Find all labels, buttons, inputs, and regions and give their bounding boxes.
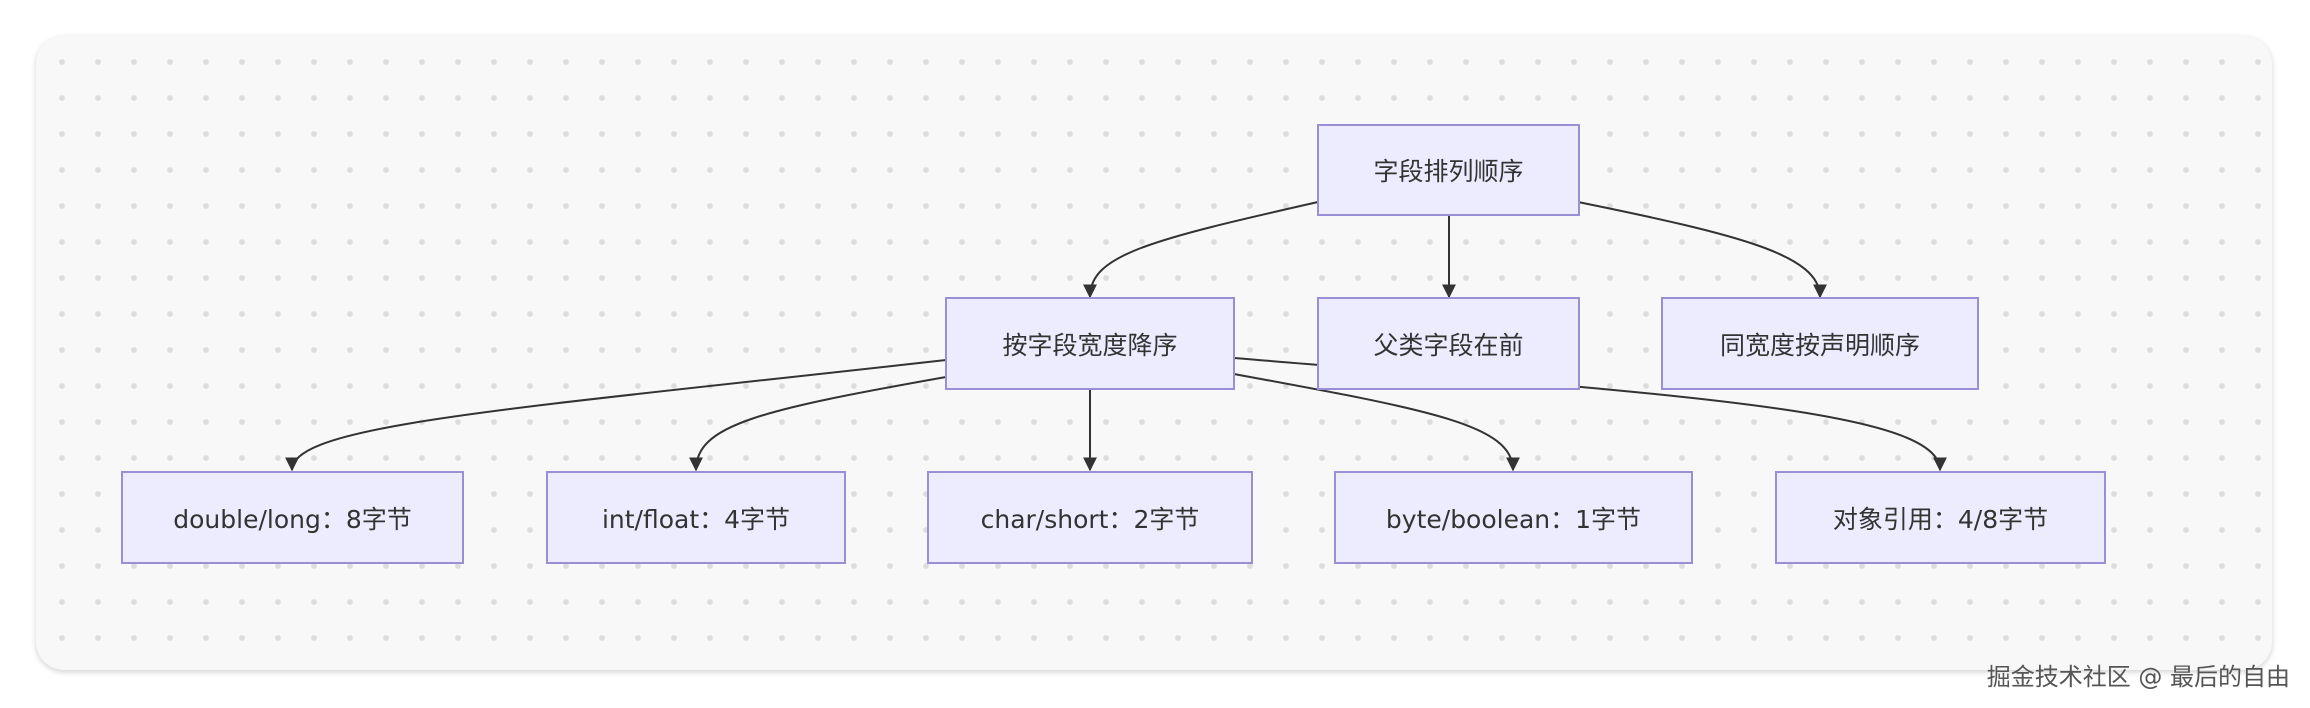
edge-width-to-int-float <box>689 376 947 472</box>
node-object-reference: 对象引用：4/8字节 <box>1775 471 2106 564</box>
edge-width-to-byte-boolean <box>1233 373 1520 472</box>
node-int-float: int/float：4字节 <box>546 471 846 564</box>
node-byte-boolean: byte/boolean：1字节 <box>1334 471 1693 564</box>
edge-root-to-width-desc <box>1083 201 1319 299</box>
node-parent-fields-first: 父类字段在前 <box>1317 297 1580 390</box>
edge-width-to-double-long <box>285 359 947 472</box>
watermark: 掘金技术社区 @ 最后的自由 <box>1986 663 2290 691</box>
node-double-long: double/long：8字节 <box>121 471 464 564</box>
node-width-descending: 按字段宽度降序 <box>945 297 1235 390</box>
node-char-short: char/short：2字节 <box>927 471 1253 564</box>
root-node: 字段排列顺序 <box>1317 124 1580 216</box>
node-declaration-order: 同宽度按声明顺序 <box>1661 297 1979 390</box>
edge-root-to-declaration-order <box>1577 201 1827 299</box>
